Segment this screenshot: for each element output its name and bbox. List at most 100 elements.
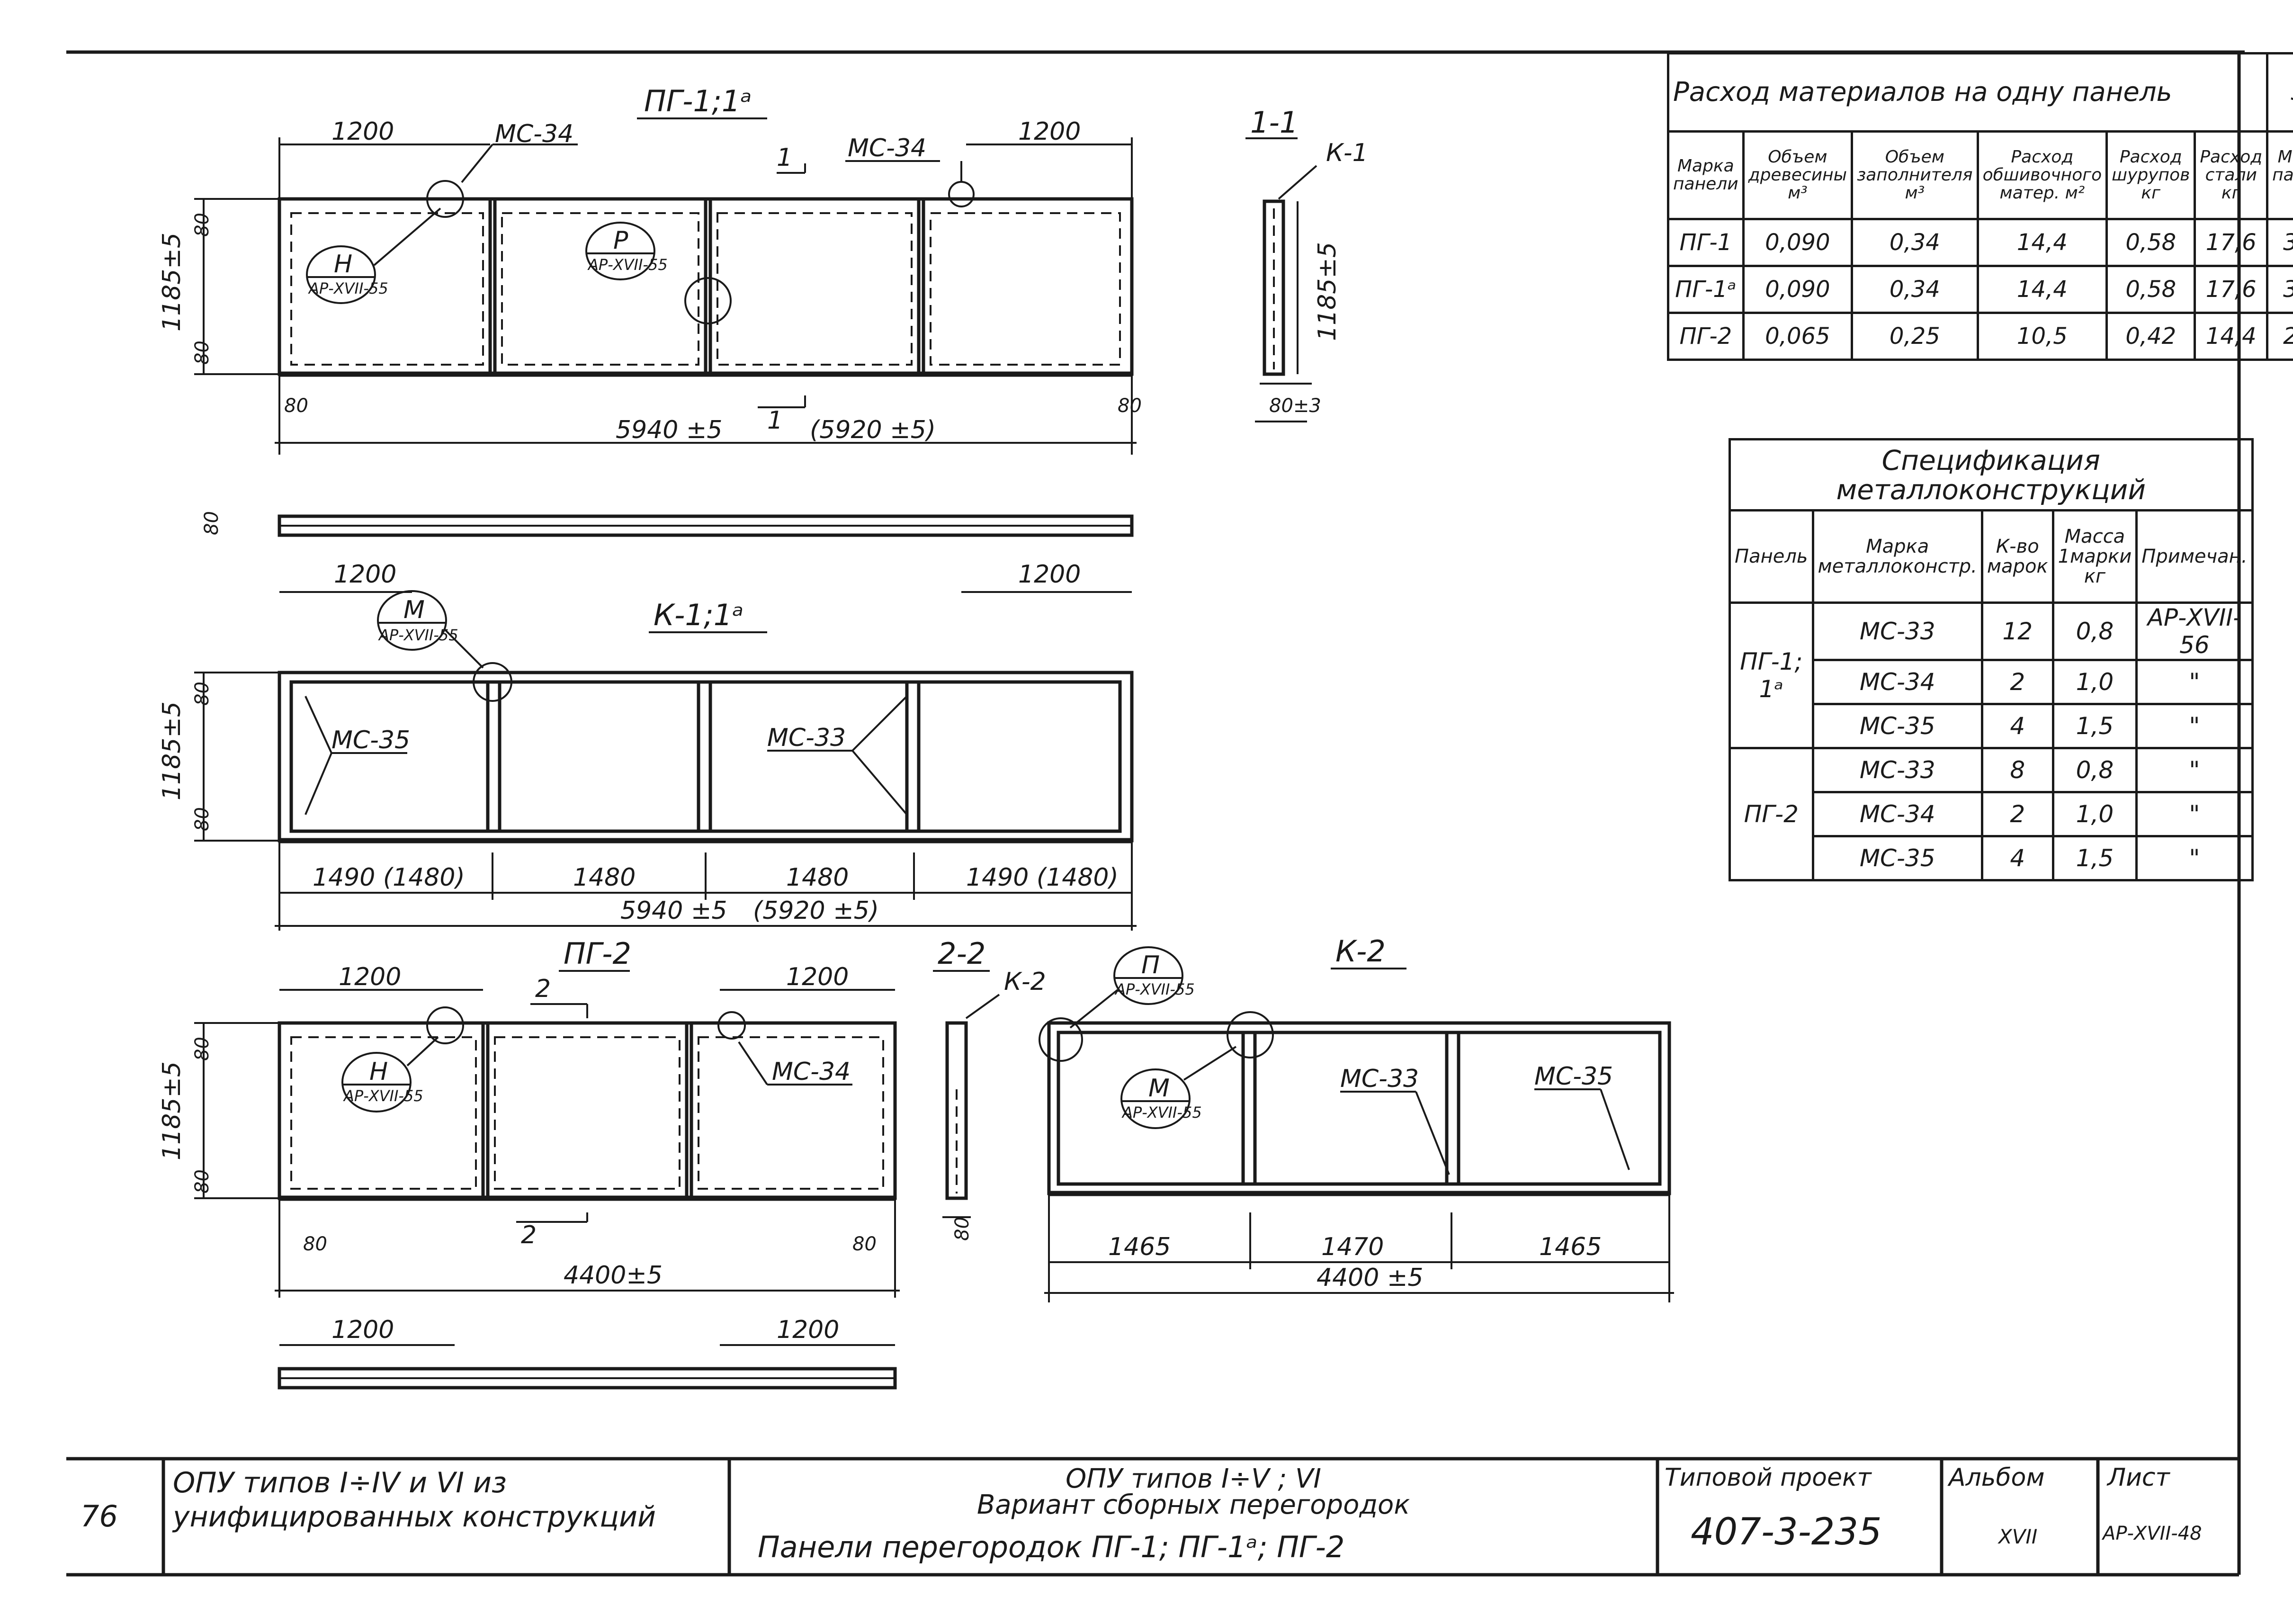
pg2-elevation: ПГ-2 1200 1200 2 2 МС-34 Н АР-XVII-55	[158, 936, 900, 1298]
callout-ref: АР-XVII-55	[308, 279, 388, 297]
k2-mark: К-2	[1004, 968, 1046, 996]
spec-title: Спецификация металлоконструкций	[1730, 440, 2253, 511]
dim-80: 80	[303, 1233, 327, 1255]
cell: 0,42	[2107, 313, 2195, 360]
cell: 250	[2267, 313, 2293, 360]
cell: "	[2137, 836, 2252, 880]
cell: 1,0	[2053, 792, 2137, 836]
cell: 0,34	[1852, 266, 1978, 313]
header-cell: Расход обшивочного матер. м²	[1978, 132, 2107, 219]
header-cell: Расход стали кг	[2195, 132, 2267, 219]
panel-cell: ПГ-2	[1730, 748, 1813, 880]
k2-title: К-2	[1335, 934, 1386, 969]
cell: ПГ-2	[1668, 313, 1744, 360]
table-row: ПГ-1; 1ᵃ МС-33 12 0,8 АР-XVII-56	[1730, 603, 2253, 660]
detail-circle	[685, 278, 731, 323]
section-title: 1-1	[1250, 105, 1298, 140]
table-row: ПГ-1 0,090 0,34 14,4 0,58 17,6 340	[1668, 219, 2293, 266]
dim-length-alt: (5920 ±5)	[810, 416, 936, 444]
callout-ref: АР-XVII-55	[1121, 1104, 1202, 1122]
dim-80: 80	[852, 1233, 877, 1255]
cell: 340	[2267, 219, 2293, 266]
callout-ref: АР-XVII-55	[587, 256, 668, 274]
section-marker: 2	[535, 975, 551, 1003]
header-cell: Примечан.	[2137, 511, 2252, 603]
center-line-3: Панели перегородок ПГ-1; ПГ-1ᵃ; ПГ-2	[758, 1530, 1648, 1564]
cell: 2	[1982, 792, 2053, 836]
section-marker: 1	[777, 144, 792, 172]
k1-mark: К-1	[1326, 139, 1368, 167]
dim-length: 4400±5	[564, 1261, 663, 1290]
dim-1465: 1465	[1539, 1233, 1602, 1261]
dim-1200: 1200	[339, 963, 401, 991]
cell: 14,4	[1978, 219, 2107, 266]
section-1-1: 1-1 К-1 1185±5 80±3	[1245, 105, 1368, 422]
cell: 0,58	[2107, 219, 2195, 266]
cell: 10,5	[1978, 313, 2107, 360]
callout-letter: Р	[613, 226, 628, 255]
cell: 17,6	[2195, 266, 2267, 313]
cell: 1,5	[2053, 704, 2137, 748]
section-marker: 1	[767, 406, 783, 435]
cell: 340	[2267, 266, 2293, 313]
callout-letter: М	[1148, 1074, 1170, 1103]
dim-thickness: 80±3	[1269, 395, 1321, 417]
center-line-2: Вариант сборных перегородок	[739, 1489, 1648, 1520]
cell: АР-XVII-56	[2137, 603, 2252, 660]
dim-height: 1185±5	[158, 701, 186, 800]
callout-ref: АР-XVII-55	[343, 1087, 423, 1105]
k1-title: К-1;1ᵃ	[654, 598, 743, 632]
dim-80: 80	[1118, 395, 1142, 417]
header-cell: К-во марок	[1982, 511, 2053, 603]
cell: 1,0	[2053, 660, 2137, 704]
cell: 0,34	[1852, 219, 1978, 266]
cell: 4	[1982, 704, 2053, 748]
pg1-elevation: ПГ-1;1ᵃ 1200 1200 МС-34 МС-34 1	[158, 84, 1142, 455]
callout-letter: М	[403, 596, 425, 624]
cell: "	[2137, 704, 2252, 748]
cell: МС-33	[1813, 748, 1982, 792]
dim-length: 4400 ±5	[1317, 1264, 1424, 1292]
project-label: Типовой проект	[1665, 1463, 1872, 1492]
dim-1200: 1200	[331, 1316, 394, 1344]
table-row: ПГ-2 0,065 0,25 10,5 0,42 14,4 250	[1668, 313, 2293, 360]
dim-height: 1185±5	[158, 1061, 186, 1160]
spec-table: Спецификация металлоконструкций Панель М…	[1729, 438, 2254, 881]
cell: 4	[1982, 836, 2053, 880]
dim-1470: 1470	[1321, 1233, 1384, 1261]
pg2-plan-strip: 1200 1200	[279, 1316, 895, 1388]
cell: 14,4	[2195, 313, 2267, 360]
pg1-plan-strip: 80 1200 1200	[201, 511, 1132, 592]
header-cell: Масса панели кг	[2267, 132, 2293, 219]
dim-1200: 1200	[786, 963, 849, 991]
dim-80: 80	[201, 511, 223, 535]
project-number: 407-3-235	[1691, 1511, 1882, 1553]
header-cell: Объем заполнителя м³	[1852, 132, 1978, 219]
dim-1200: 1200	[334, 560, 396, 589]
cell: МС-35	[1813, 836, 1982, 880]
dim-80: 80	[191, 682, 213, 706]
cell: 0,065	[1743, 313, 1852, 360]
panel-cell: ПГ-1; 1ᵃ	[1730, 603, 1813, 748]
table-row: ПГ-1ᵃ 0,090 0,34 14,4 0,58 17,6 340	[1668, 266, 2293, 313]
dim-80: 80	[284, 395, 308, 417]
dim-length: 5940 ±5	[620, 897, 727, 925]
dim-height: 1185±5	[158, 233, 186, 332]
callout-letter: Н	[369, 1058, 388, 1086]
header-cell: Объем древесины м³	[1743, 132, 1852, 219]
cell: 0,8	[2053, 603, 2137, 660]
callout-letter: П	[1141, 951, 1160, 979]
header-cell: Марка панели	[1668, 132, 1744, 219]
cell: 12	[1982, 603, 2053, 660]
cell: МС-33	[1813, 603, 1982, 660]
dim-1490: 1490 (1480)	[966, 863, 1119, 892]
section-title: 2-2	[938, 936, 985, 971]
cell: 0,090	[1743, 266, 1852, 313]
header-cell: Марка металлоконстр.	[1813, 511, 1982, 603]
dim-height: 1185±5	[1313, 242, 1342, 341]
ms35-label: МС-35	[331, 726, 410, 754]
cell: 1,5	[2053, 836, 2137, 880]
dim-1465: 1465	[1108, 1233, 1171, 1261]
cell: 0,58	[2107, 266, 2195, 313]
